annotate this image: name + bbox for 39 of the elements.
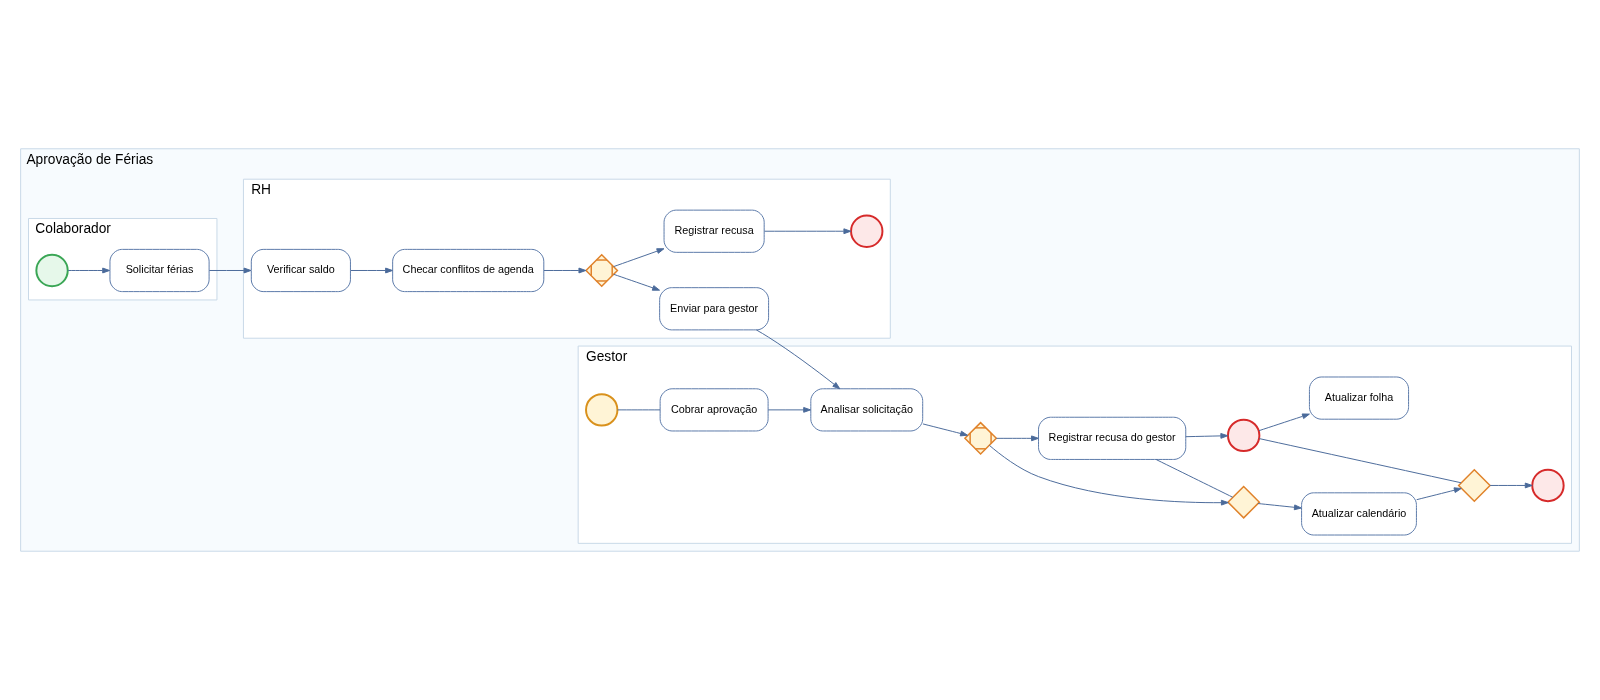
node-box: Registrar recusa do gestor <box>1038 416 1187 460</box>
node-box: Analisar solicitação <box>810 388 924 432</box>
node-box: Enviar para gestor <box>659 287 770 331</box>
node-circle <box>850 214 884 248</box>
node-box: Atualizar calendário <box>1301 492 1417 536</box>
arrow <box>613 273 660 291</box>
connector <box>1155 459 1234 498</box>
connector <box>617 409 661 411</box>
node-diamond <box>585 253 619 288</box>
arrow <box>1416 487 1462 501</box>
arrow <box>208 267 252 274</box>
node-circle <box>585 393 619 427</box>
arrow <box>763 228 852 235</box>
node-diamond <box>963 421 998 456</box>
node-box: Solicitar férias <box>109 248 210 293</box>
node-box: Cobrar aprovação <box>659 388 769 432</box>
node-box: Verificar saldo <box>250 248 351 293</box>
arrow <box>1257 503 1302 511</box>
node-box: Registrar recusa <box>663 209 765 253</box>
arrow <box>350 267 393 274</box>
connector <box>1258 438 1462 484</box>
arrow <box>988 444 1229 506</box>
node-diamond <box>1457 468 1492 503</box>
node-circle <box>35 253 69 288</box>
arrow <box>1258 413 1310 432</box>
arrow <box>767 407 812 413</box>
node-circle <box>1227 418 1261 453</box>
node-circle <box>1531 468 1565 503</box>
arrow <box>1185 433 1229 439</box>
node-box: Checar conflitos de agenda <box>392 248 545 293</box>
arrow <box>67 267 111 274</box>
arrow <box>543 267 587 274</box>
arrow <box>922 423 968 437</box>
arrow <box>613 248 665 268</box>
node-box: Atualizar folha <box>1308 376 1410 420</box>
arrow <box>755 329 841 390</box>
node-diamond <box>1226 485 1261 519</box>
arrow <box>1489 482 1533 489</box>
arrow <box>995 435 1039 442</box>
